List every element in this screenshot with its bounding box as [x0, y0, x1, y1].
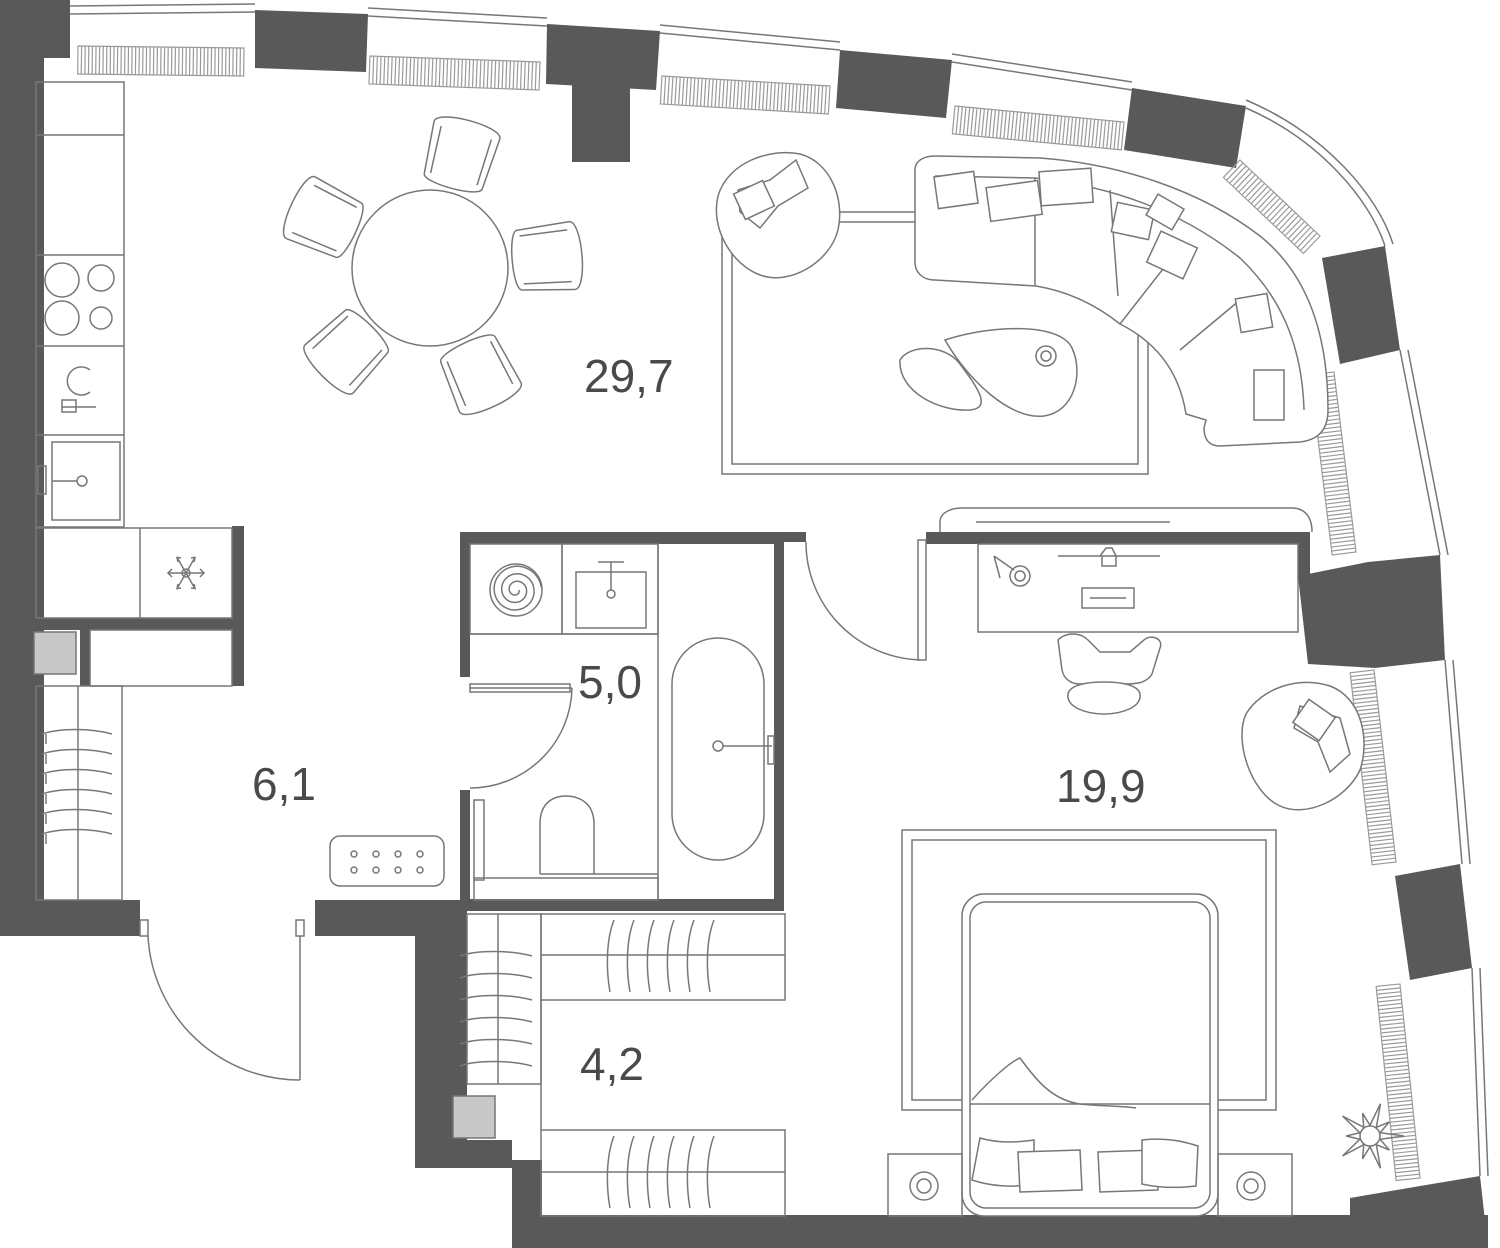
facade-glazing — [69, 3, 1489, 1177]
bathroom — [469, 543, 775, 901]
area-label-wardrobe: 4,2 — [580, 1038, 644, 1090]
armchair-icon — [1241, 681, 1365, 811]
chair-icon — [1057, 633, 1162, 715]
washing-machine-icon — [489, 563, 543, 617]
vent-shaft — [33, 631, 77, 675]
living-zone — [715, 151, 1329, 475]
coffee-table-icon — [899, 327, 1078, 417]
sofa-icon — [914, 155, 1329, 447]
armchair-icon — [715, 151, 841, 279]
desk-icon — [939, 507, 1313, 633]
washing-machine-icon — [61, 366, 96, 413]
bath-sink-icon — [575, 561, 647, 629]
area-label-bathroom: 5,0 — [578, 656, 642, 708]
snowflake-icon — [166, 556, 206, 590]
area-label-hall: 6,1 — [252, 758, 316, 810]
interior-walls — [36, 526, 1310, 1140]
kitchen-sink-icon — [37, 441, 121, 521]
area-label-living: 29,7 — [584, 350, 674, 402]
dining-table-icon — [282, 116, 584, 416]
wardrobe-room — [459, 913, 786, 1217]
hob-icon — [44, 262, 115, 336]
plant-icon — [1341, 1103, 1405, 1169]
toilet-icon — [473, 795, 659, 901]
vent-shaft — [452, 1095, 496, 1139]
bed-icon — [961, 893, 1219, 1217]
nightstand-icon — [887, 1153, 1293, 1217]
radiator-icon — [329, 835, 445, 887]
kitchen — [35, 81, 233, 687]
doors — [147, 539, 927, 1081]
bath-tub-icon — [671, 637, 775, 861]
hall-wardrobe — [35, 685, 123, 901]
area-label-bedroom: 19,9 — [1056, 760, 1146, 812]
bedroom — [887, 507, 1405, 1217]
radiator-icon — [77, 45, 1421, 1182]
